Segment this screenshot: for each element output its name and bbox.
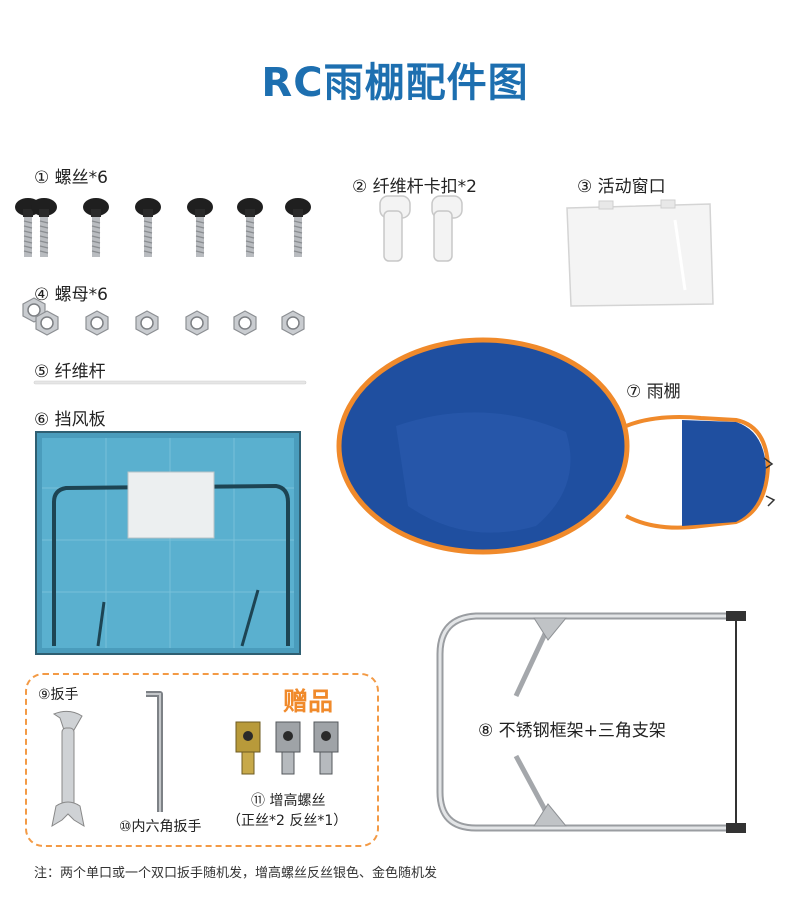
hex-key-label: ⑩内六角扳手 [119,819,202,835]
wrench-image [51,710,85,828]
rod-image [33,380,307,385]
frame-image [436,611,746,833]
gift-title: 赠品 [283,687,334,716]
riser-screw-detail: （正丝*2 反丝*1） [227,813,348,829]
footer-note: 注：两个单口或一个双口扳手随机发，增高螺丝反丝银色、金色随机发 [34,866,438,881]
window-label: ③ 活动窗口 [577,177,666,197]
screws-label: ① 螺丝*6 [34,168,108,188]
riser-screw-label: ⑪ 增高螺丝 [251,793,326,809]
window-image [566,199,714,307]
screws-image [15,197,312,258]
canopy-label: ⑦ 雨棚 [626,382,681,402]
frame-label: ⑧ 不锈钢框架+三角支架 [478,721,666,741]
riser-screws-image [235,721,339,775]
clips-label: ② 纤维杆卡扣*2 [352,177,477,197]
canopy-image [336,337,776,555]
hex-key-image [146,691,163,812]
rod-label: ⑤ 纤维杆 [34,362,106,382]
windshield-image [35,431,301,655]
page-title: RC雨棚配件图 [261,60,529,106]
wrench-label: ⑨扳手 [38,687,79,703]
nuts-label: ④ 螺母*6 [34,285,108,305]
clips-image [379,195,463,262]
gift-box [25,673,379,847]
windshield-label: ⑥ 挡风板 [34,410,106,430]
nuts-image [22,297,305,336]
